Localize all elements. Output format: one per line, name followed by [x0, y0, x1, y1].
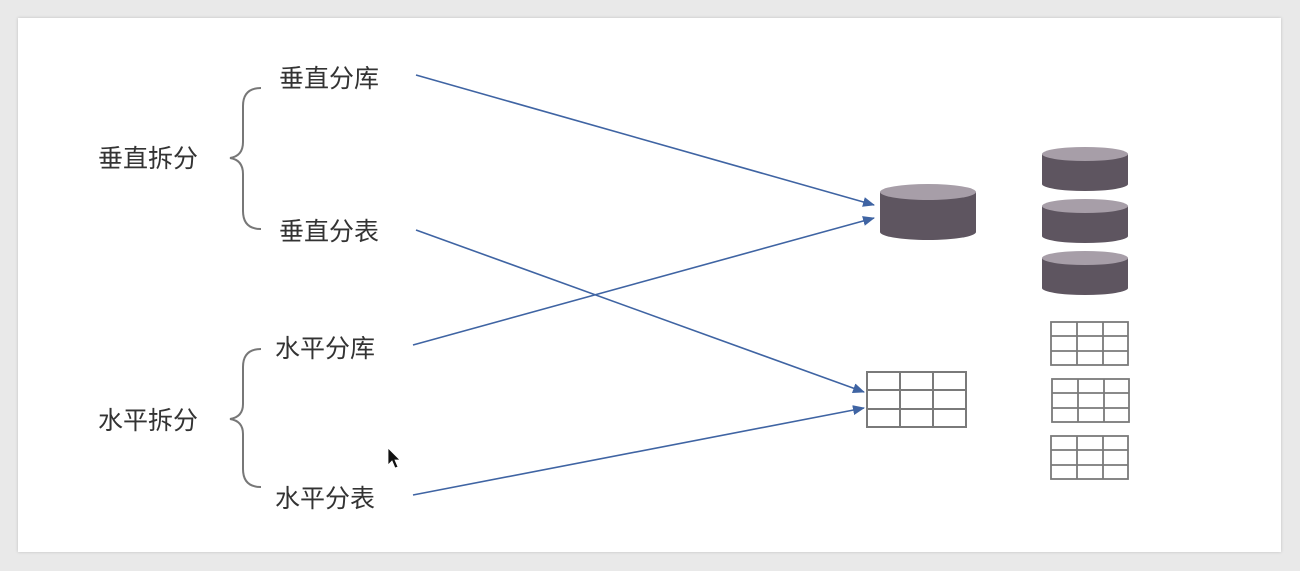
arrow-vertical-table-to-table [415, 229, 865, 393]
arrow-horizontal-table-to-table [412, 405, 865, 496]
database-icon [1042, 147, 1128, 191]
table-grid-icon [1050, 321, 1129, 366]
table-grid-icon [1050, 435, 1129, 480]
vertical-split-label: 垂直拆分 [98, 144, 199, 173]
database-stack [1042, 147, 1128, 295]
horizontal-db-label: 水平分库 [275, 334, 376, 363]
table-grid-icon [1051, 378, 1130, 423]
database-icon [880, 184, 976, 240]
brace-vertical-split [229, 87, 262, 230]
slide-canvas: 垂直拆分 垂直分库 垂直分表 水平拆分 水平分库 水平分表 [18, 18, 1281, 552]
brace-horizontal-split [229, 348, 262, 488]
vertical-table-label: 垂直分表 [279, 217, 380, 246]
table-stack [1050, 321, 1130, 480]
table-grid-icon [866, 371, 967, 428]
database-icon [1042, 199, 1128, 243]
vertical-db-label: 垂直分库 [279, 64, 380, 93]
diagram-svg [229, 74, 1130, 496]
horizontal-split-label: 水平拆分 [98, 406, 199, 435]
arrow-horizontal-db-to-database [412, 216, 875, 346]
mouse-cursor-icon [387, 447, 401, 469]
horizontal-table-label: 水平分表 [275, 484, 376, 513]
database-icon [1042, 251, 1128, 295]
arrow-vertical-db-to-database [415, 74, 875, 207]
